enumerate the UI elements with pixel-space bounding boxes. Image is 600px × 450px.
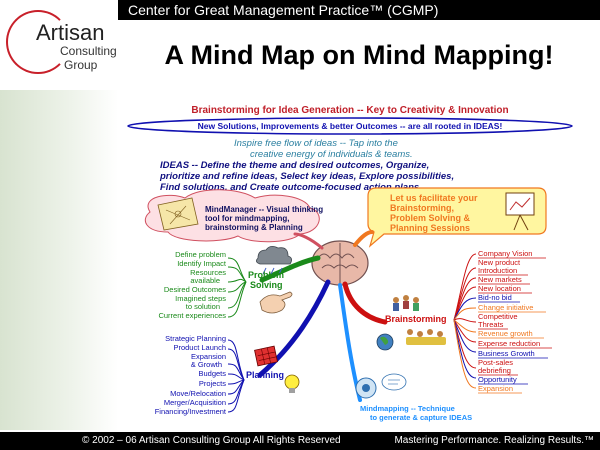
company-logo: Artisan Consulting Group (6, 8, 117, 78)
problem-solving-connectors (227, 257, 247, 318)
planning-item-merger-acquisition: Merger/Acquisition (164, 398, 226, 407)
header-bar: Center for Great Management Practice™ (C… (118, 0, 600, 20)
footer-bar: © 2002 – 06 Artisan Consulting Group All… (0, 432, 600, 450)
thinking-head-icon (355, 377, 377, 399)
brainstorm-item-post-sales: Post-sales (478, 358, 513, 367)
planning-item-expansion: Expansion (191, 352, 226, 361)
brainstorm-item-company-vision: Company Vision (478, 249, 532, 258)
problem-item-define-problem: Define problem (175, 250, 226, 259)
problem-item-current-experiences: Current experiences (158, 311, 226, 320)
planning-main-branch (257, 279, 331, 378)
ideas-line-2: prioritize and refine ideas, Select key … (159, 171, 454, 182)
logo-text-artisan: Artisan (36, 20, 105, 45)
brain-icon (311, 240, 369, 286)
planning-label: Planning (246, 370, 284, 380)
intro-heading: Brainstorming for Idea Generation -- Key… (191, 105, 508, 116)
thought-bubble-icon (381, 373, 407, 391)
lightbulb-icon (284, 374, 300, 393)
facilitate-main-branch (353, 230, 374, 247)
planning-item-strategic-planning: Strategic Planning (165, 334, 226, 343)
brainstorm-item-change-initiative: Change initiative (478, 303, 533, 312)
problem-solving-label-1: Problem (248, 270, 284, 280)
brainstorm-item-new-product: New product (478, 258, 521, 267)
footer-copyright: © 2002 – 06 Artisan Consulting Group All… (82, 435, 341, 446)
planning-connectors (227, 339, 245, 413)
raincloud-icon (256, 246, 292, 275)
presentation-board-icon (505, 192, 535, 231)
mindmanager-line-3: brainstorming & Planning (205, 223, 303, 232)
ideas-line-1: IDEAS -- Define the theme and desired ou… (160, 160, 429, 171)
facilitate-line-4: Planning Sessions (390, 223, 470, 233)
ideas-line-3: Find solutions, and Create outcome-focus… (160, 182, 419, 193)
problem-item-available: available (190, 276, 220, 285)
planning-item-product-launch: Product Launch (173, 343, 226, 352)
inspire-line-2: creative energy of individuals & teams. (250, 149, 413, 160)
problem-solving-label-2: Solving (250, 280, 283, 290)
brainstorm-item-revenue-growth: Revenue growth (478, 329, 533, 338)
problem-item-identify-impact: Identify Impact (177, 259, 227, 268)
footer-tagline: Mastering Performance. Realizing Results… (394, 435, 594, 446)
facilitate-line-3: Problem Solving & (390, 213, 471, 223)
problem-solving-main-branch (259, 255, 321, 283)
mindmanager-main-branch (293, 232, 324, 250)
brainstorming-connectors (453, 253, 477, 389)
planning-item-budgets: Budgets (198, 369, 226, 378)
mindmanager-line-2: tool for mindmapping, (205, 214, 289, 223)
people-group-icon (393, 295, 419, 311)
intro-oval-text: New Solutions, Improvements & better Out… (198, 121, 503, 131)
brainstorming-main-branch (342, 281, 388, 325)
page-title: A Mind Map on Mind Mapping! (164, 40, 554, 70)
inspire-line-1: Inspire free flow of ideas -- Tap into t… (234, 138, 398, 149)
map-sketch-icon (157, 197, 199, 231)
problem-item-resources: Resources (190, 268, 226, 277)
planning-grid-icon (254, 345, 278, 367)
brainstorm-item-competitive: Competitive (478, 312, 518, 321)
problem-item-desired-outcomes: Desired Outcomes (164, 285, 226, 294)
technique-line-2: to generate & capture IDEAS (370, 413, 472, 422)
header-bar-text: Center for Great Management Practice™ (C… (128, 2, 439, 18)
decorative-side-panel (0, 90, 118, 430)
crowd-icon (406, 329, 446, 345)
planning-item-growth: & Growth (191, 360, 222, 369)
mindmanager-line-1: MindManager -- Visual thinking (205, 205, 323, 214)
brainstorm-item-new-location: New location (478, 284, 521, 293)
brainstorm-item-expansion: Expansion (478, 384, 513, 393)
problem-item-imagined-steps: Imagined steps (175, 294, 226, 303)
technique-line-1: Mindmapping -- Technique (360, 404, 455, 413)
brainstorming-underlines (478, 257, 552, 394)
facilitate-line-1: Let us facilitate your (390, 193, 478, 203)
problem-item-to-solution: to solution (186, 302, 220, 311)
planning-item-move-relocation: Move/Relocation (170, 389, 226, 398)
facilitate-line-2: Brainstorming, (390, 203, 454, 213)
brainstorm-item-threats: Threats (478, 320, 504, 329)
brainstorm-item-expense-reduction: Expense reduction (478, 339, 540, 348)
brainstorming-label: Brainstorming (385, 314, 447, 324)
globe-icon (376, 333, 394, 351)
logo-arc-icon (6, 10, 70, 74)
logo-text-group: Group (64, 58, 98, 72)
pointing-hand-icon (259, 291, 293, 314)
brainstorm-item-introduction: Introduction (478, 266, 517, 275)
brainstorm-item-business-growth: Business Growth (478, 349, 535, 358)
brainstorm-item-bid-no-bid: Bid-no bid (478, 293, 512, 302)
planning-item-financing-investment: Financing/Investment (155, 407, 227, 416)
intro-oval (127, 117, 573, 135)
brainstorm-item-debriefing: debriefing (478, 366, 511, 375)
brainstorm-item-new-markets: New markets (478, 275, 522, 284)
planning-item-projects: Projects (199, 379, 226, 388)
brainstorm-item-opportunity: Opportunity (478, 375, 517, 384)
logo-text-consulting: Consulting (60, 44, 117, 58)
